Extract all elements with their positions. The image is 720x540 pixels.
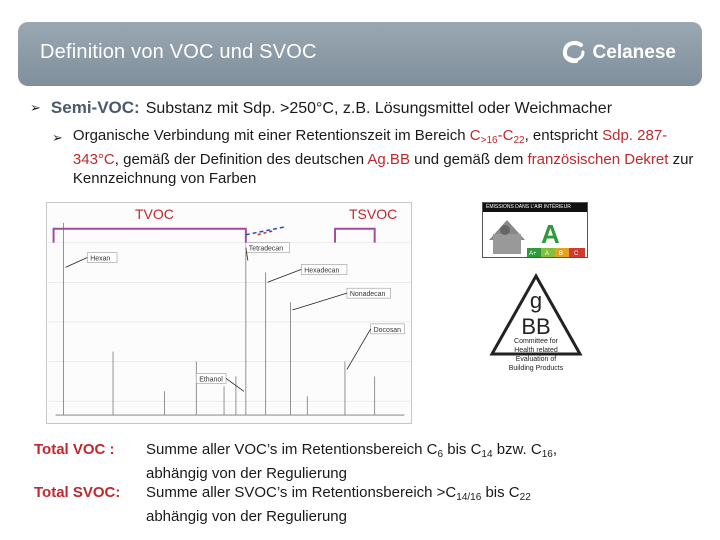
agbb-logo-graphic: g BB [489, 272, 583, 356]
total-voc-row: Total VOC : Summe aller VOC’s im Retenti… [34, 440, 714, 483]
agbb-caption: Committee for Health related Evaluation … [508, 338, 564, 372]
agbb-term: Ag.BB [367, 151, 410, 168]
tsvoc-bracket [334, 227, 376, 243]
svg-text:A+: A+ [529, 251, 537, 257]
agbb-letter: g [530, 288, 542, 313]
peak-label-hexan: Hexan [90, 255, 110, 262]
svg-text:A: A [545, 251, 549, 257]
arrow-bullet-icon: ➢ [52, 130, 63, 145]
peak-label-ethanol: Ethanol [199, 376, 223, 383]
total-voc-desc: Summe aller VOC’s im Retentionsbereich C… [146, 441, 558, 482]
svg-text:B: B [559, 251, 563, 257]
sdp-range: Sdp. 287-343°C [72, 127, 668, 168]
total-svoc-row: Total SVOC: Summe aller SVOC’s im Retent… [34, 483, 714, 526]
emission-label-top: ÉMISSIONS DANS L'AIR INTÉRIEUR [483, 203, 587, 212]
peak-label-docosan: Docosan [374, 327, 401, 334]
tvoc-bracket [52, 227, 247, 243]
peak-label-tetradecan: Tetradecan [249, 246, 283, 253]
semi-voc-term: Semi-VOC: [50, 98, 140, 117]
total-voc-term: Total VOC : [34, 441, 115, 458]
bullet-semi-voc: ➢ Semi-VOC: Substanz mit Sdp. >250°C, z.B… [30, 98, 710, 118]
total-svoc-desc: Summe aller SVOC’s im Retentionsbereich … [146, 484, 531, 525]
trace-peaks [55, 222, 405, 416]
emission-label-graphic: A A+ A B C [489, 219, 585, 257]
definition-text: Organische Verbindung mit einer Retentio… [72, 127, 694, 187]
tvoc-label: TVOC [135, 206, 174, 222]
peak-label-nonadecan: Nonadecan [350, 291, 386, 298]
agbb-logo: g BB [480, 272, 592, 384]
totals-section: Total VOC : Summe aller VOC’s im Retenti… [34, 440, 714, 526]
page-title: Definition von VOC und SVOC [40, 41, 317, 63]
celanese-logo: Celanese [561, 40, 676, 66]
tsvoc-label: TSVOC [349, 206, 398, 222]
semi-voc-text: Substanz mit Sdp. >250°C, z.B. Lösungsmi… [145, 100, 613, 117]
chromatogram-svg: Hexan Tetradecan Hexadecan Nonadecan Doc… [47, 222, 411, 416]
arrow-bullet-icon: ➢ [30, 100, 41, 115]
bullet-definition: ➢ Organische Verbindung mit einer Retent… [52, 126, 712, 188]
emission-label-panel: ÉMISSIONS DANS L'AIR INTÉRIEUR A A+ A B … [482, 202, 588, 258]
peak-label-hexadecan: Hexadecan [304, 267, 339, 274]
emission-grade: A [541, 219, 560, 249]
chromatogram: Hexan Tetradecan Hexadecan Nonadecan Doc… [46, 202, 412, 424]
agbb-mark: BB [521, 314, 550, 339]
dekret-term: französischen Dekret [527, 151, 669, 168]
title-bar: Definition von VOC und SVOC Celanese [18, 22, 702, 86]
total-svoc-term: Total SVOC: [34, 484, 121, 501]
celanese-logo-icon [562, 41, 585, 64]
svg-text:C: C [574, 251, 579, 257]
logo-text: Celanese [592, 42, 676, 63]
